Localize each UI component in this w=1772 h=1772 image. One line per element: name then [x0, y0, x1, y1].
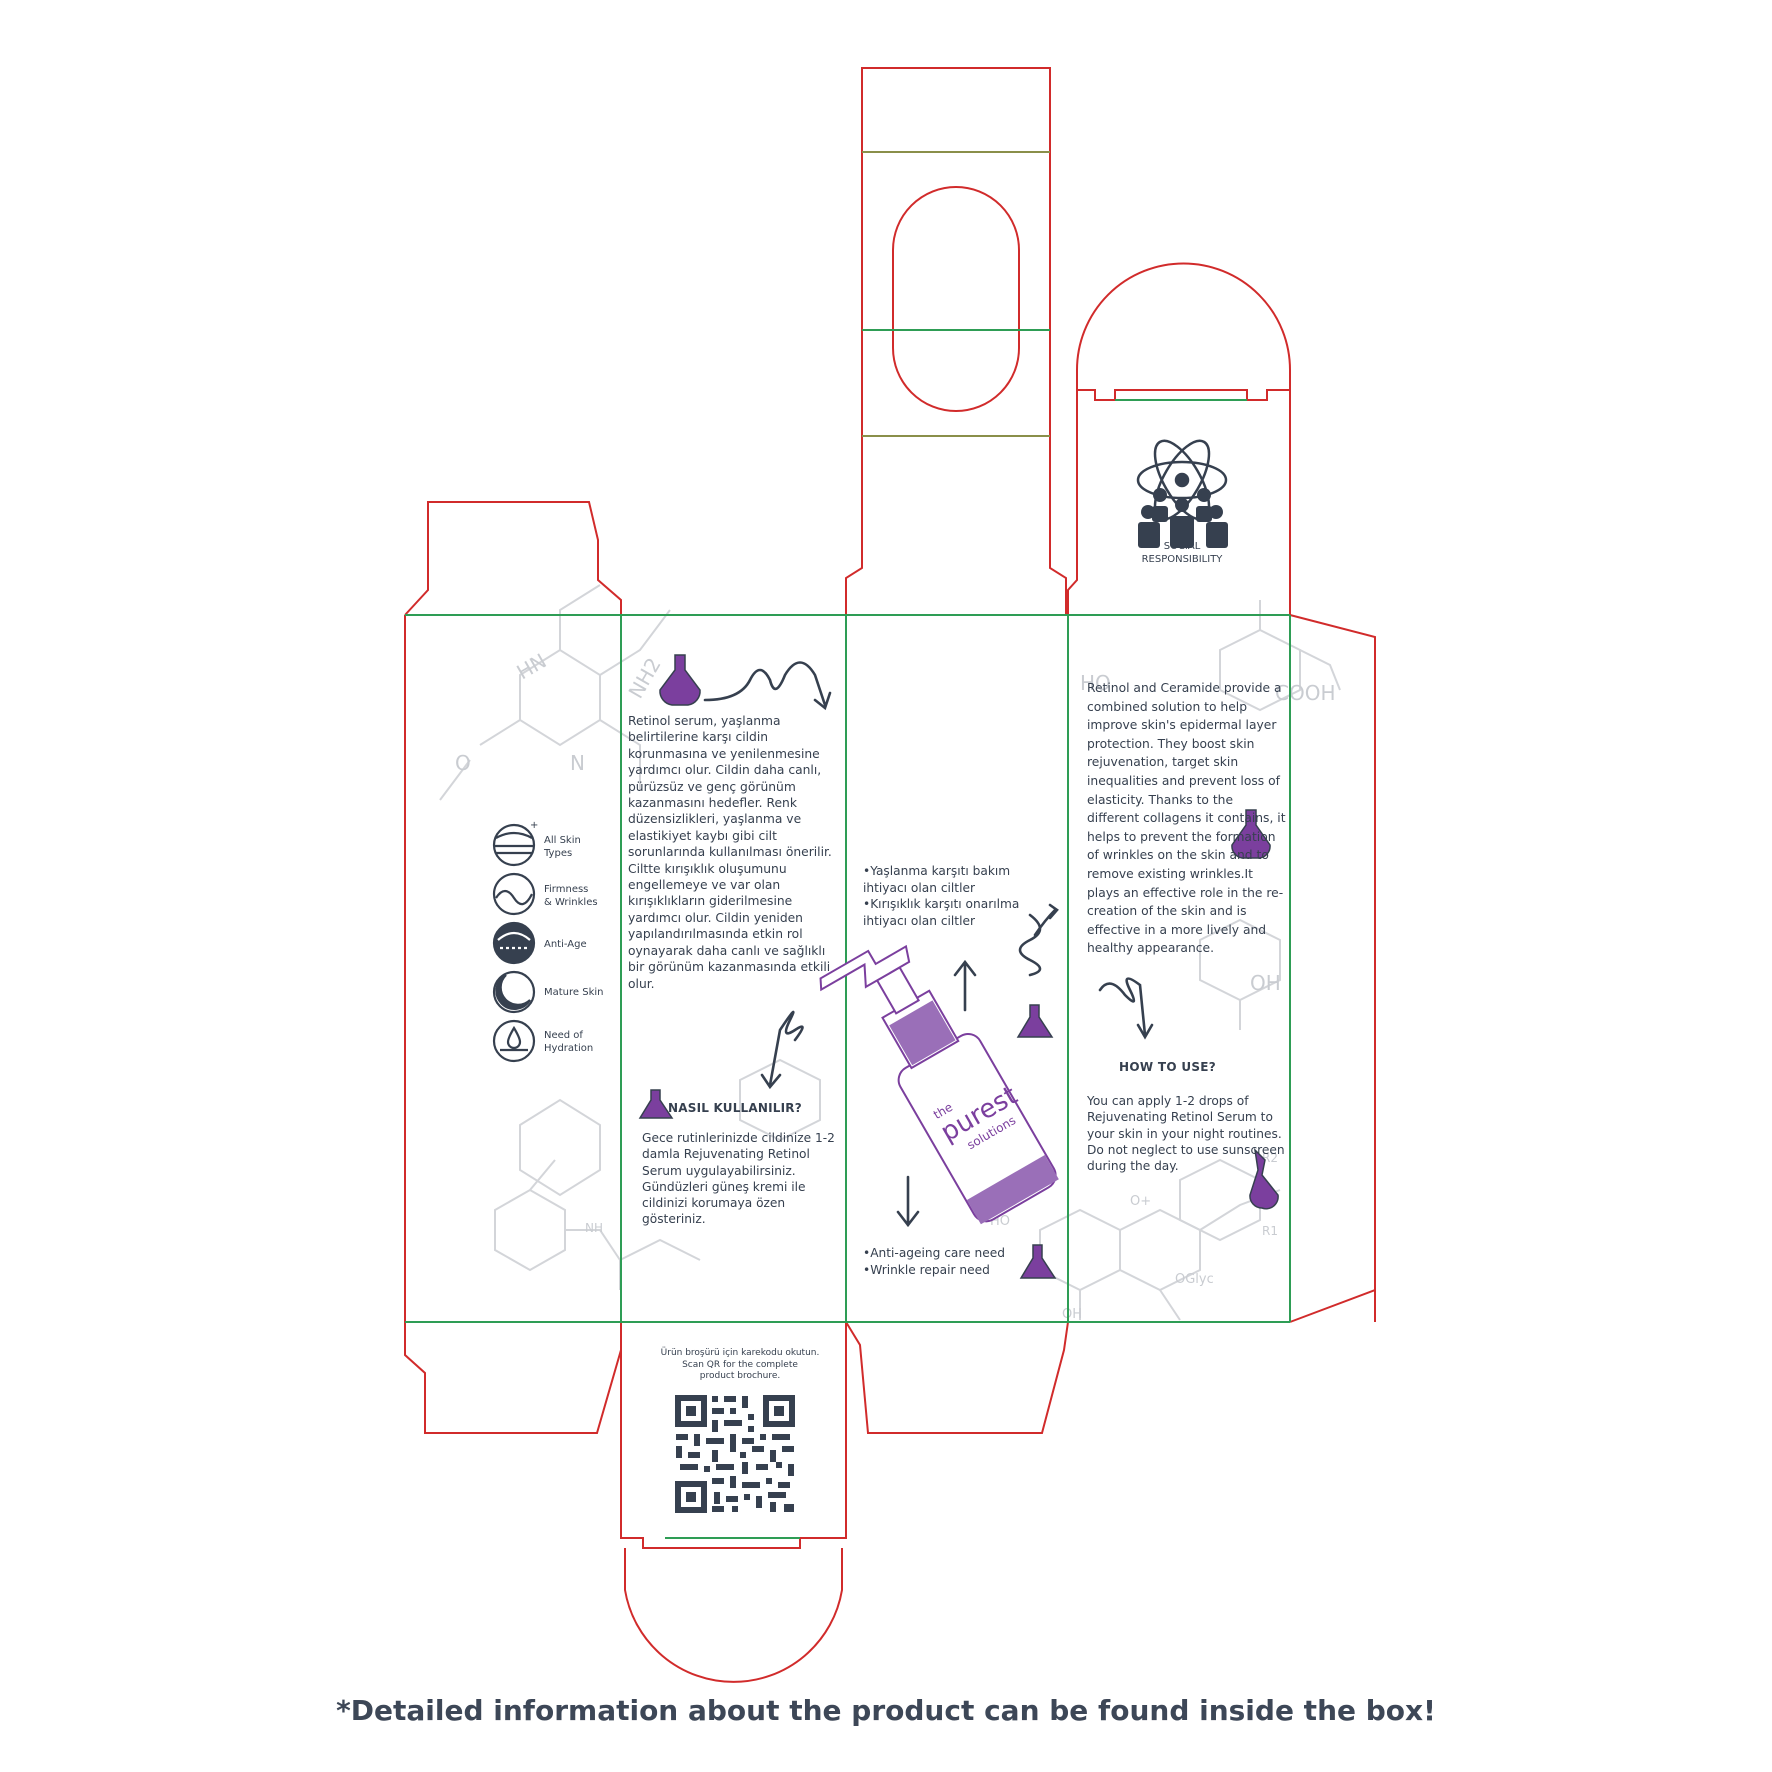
need-item-tr: •Yaşlanma karşıtı bakım ihtiyacı olan ci… [863, 864, 1011, 895]
skin-type-label-mature: Mature Skin [544, 987, 604, 998]
up-arrow-icon [953, 959, 977, 1012]
flask-icon [1231, 809, 1271, 859]
chem-label: R1 [1262, 1224, 1278, 1238]
curly-arrow-icon [1098, 977, 1147, 1037]
flask-icon [638, 1089, 674, 1119]
skin-type-label-all: All Skin Types [544, 835, 581, 859]
curly-arrow-icon [768, 1010, 804, 1087]
need-item-en: •Wrinkle repair need [863, 1262, 990, 1277]
qr-caption-en: Scan QR for the complete product brochur… [682, 1359, 798, 1382]
chem-label: NH2 [624, 653, 666, 702]
flask-icon [659, 654, 701, 706]
chem-label: HN [513, 649, 551, 685]
chem-label: O+ [1130, 1194, 1151, 1209]
flask-icon [1016, 1004, 1054, 1038]
cut-lines [404, 67, 1376, 1683]
skin-type-label-hydration: Need of Hydration [544, 1030, 594, 1054]
wave-firmness-icon [492, 872, 536, 916]
skin-type-label-antiage: Anti-Age [544, 939, 587, 950]
english-how-to-use-text: You can apply 1-2 drops of Rejuvenating … [1087, 1094, 1285, 1174]
chem-label: COOH [1275, 681, 1336, 705]
need-item-tr: •Kırışıklık karşıtı onarılma ihtiyacı ol… [863, 897, 1020, 928]
curly-arrow-icon [813, 691, 832, 711]
chem-label: R2 [1262, 1151, 1278, 1165]
chem-label: OH [1250, 971, 1281, 995]
water-drop-icon [492, 1019, 536, 1063]
anti-age-icon [492, 921, 536, 965]
curly-arrow-icon [703, 661, 827, 707]
footer-note: *Detailed information about the product … [336, 1694, 1436, 1727]
crescent-icon [492, 970, 536, 1014]
chem-label: O [455, 751, 471, 775]
fold-lines-muted [862, 151, 1050, 437]
flask-icon [1249, 1147, 1279, 1210]
qr-caption: Ürün broşürü için karekodu okutun. Scan … [640, 1348, 840, 1383]
curly-arrow-icon [1033, 908, 1057, 937]
skin-layers-icon: + [492, 820, 538, 867]
chem-label: NH [585, 1221, 603, 1235]
english-description: Retinol and Ceramide provide a combined … [1087, 681, 1286, 956]
serum-bottle-illustration: the purest solutions [819, 944, 1059, 1225]
needs-turkish: •Yaşlanma karşıtı bakım ihtiyacı olan ci… [863, 863, 1063, 929]
needs-english: •Anti-ageing care need •Wrinkle repair n… [863, 1245, 1063, 1278]
qr-code-icon [675, 1395, 795, 1513]
chem-label: OH [1062, 1307, 1082, 1322]
turkish-how-to-use-text: Gece rutinlerinizde cildinize 1-2 damla … [642, 1131, 835, 1227]
skin-type-label-firmness: Firmness & Wrinkles [544, 884, 598, 908]
curly-arrow-icon [1136, 1023, 1154, 1040]
turkish-how-to-use-title: NASIL KULLANILIR? [668, 1101, 802, 1115]
down-arrow-icon [896, 1175, 920, 1228]
curly-arrow-icon [760, 1073, 782, 1090]
svg-text:+: + [530, 820, 538, 831]
social-responsibility-label: SOCIAL RESPONSIBILITY [1141, 541, 1223, 565]
english-how-to-use-title: HOW TO USE? [1119, 1060, 1217, 1074]
social-responsibility-atom-people-icon [1136, 439, 1228, 548]
curly-arrow-icon [1048, 903, 1059, 920]
chem-label: HO [1080, 671, 1111, 695]
chem-label: OGlyc [1175, 1272, 1214, 1287]
flask-icon [1019, 1244, 1057, 1279]
fold-lines [405, 329, 1291, 1539]
chem-label: N [570, 751, 585, 775]
need-item-en: •Anti-ageing care need [863, 1246, 1005, 1260]
turkish-description: Retinol serum, yaşlanma belirtilerine ka… [628, 714, 832, 991]
qr-caption-tr: Ürün broşürü için karekodu okutun. [660, 1348, 820, 1358]
